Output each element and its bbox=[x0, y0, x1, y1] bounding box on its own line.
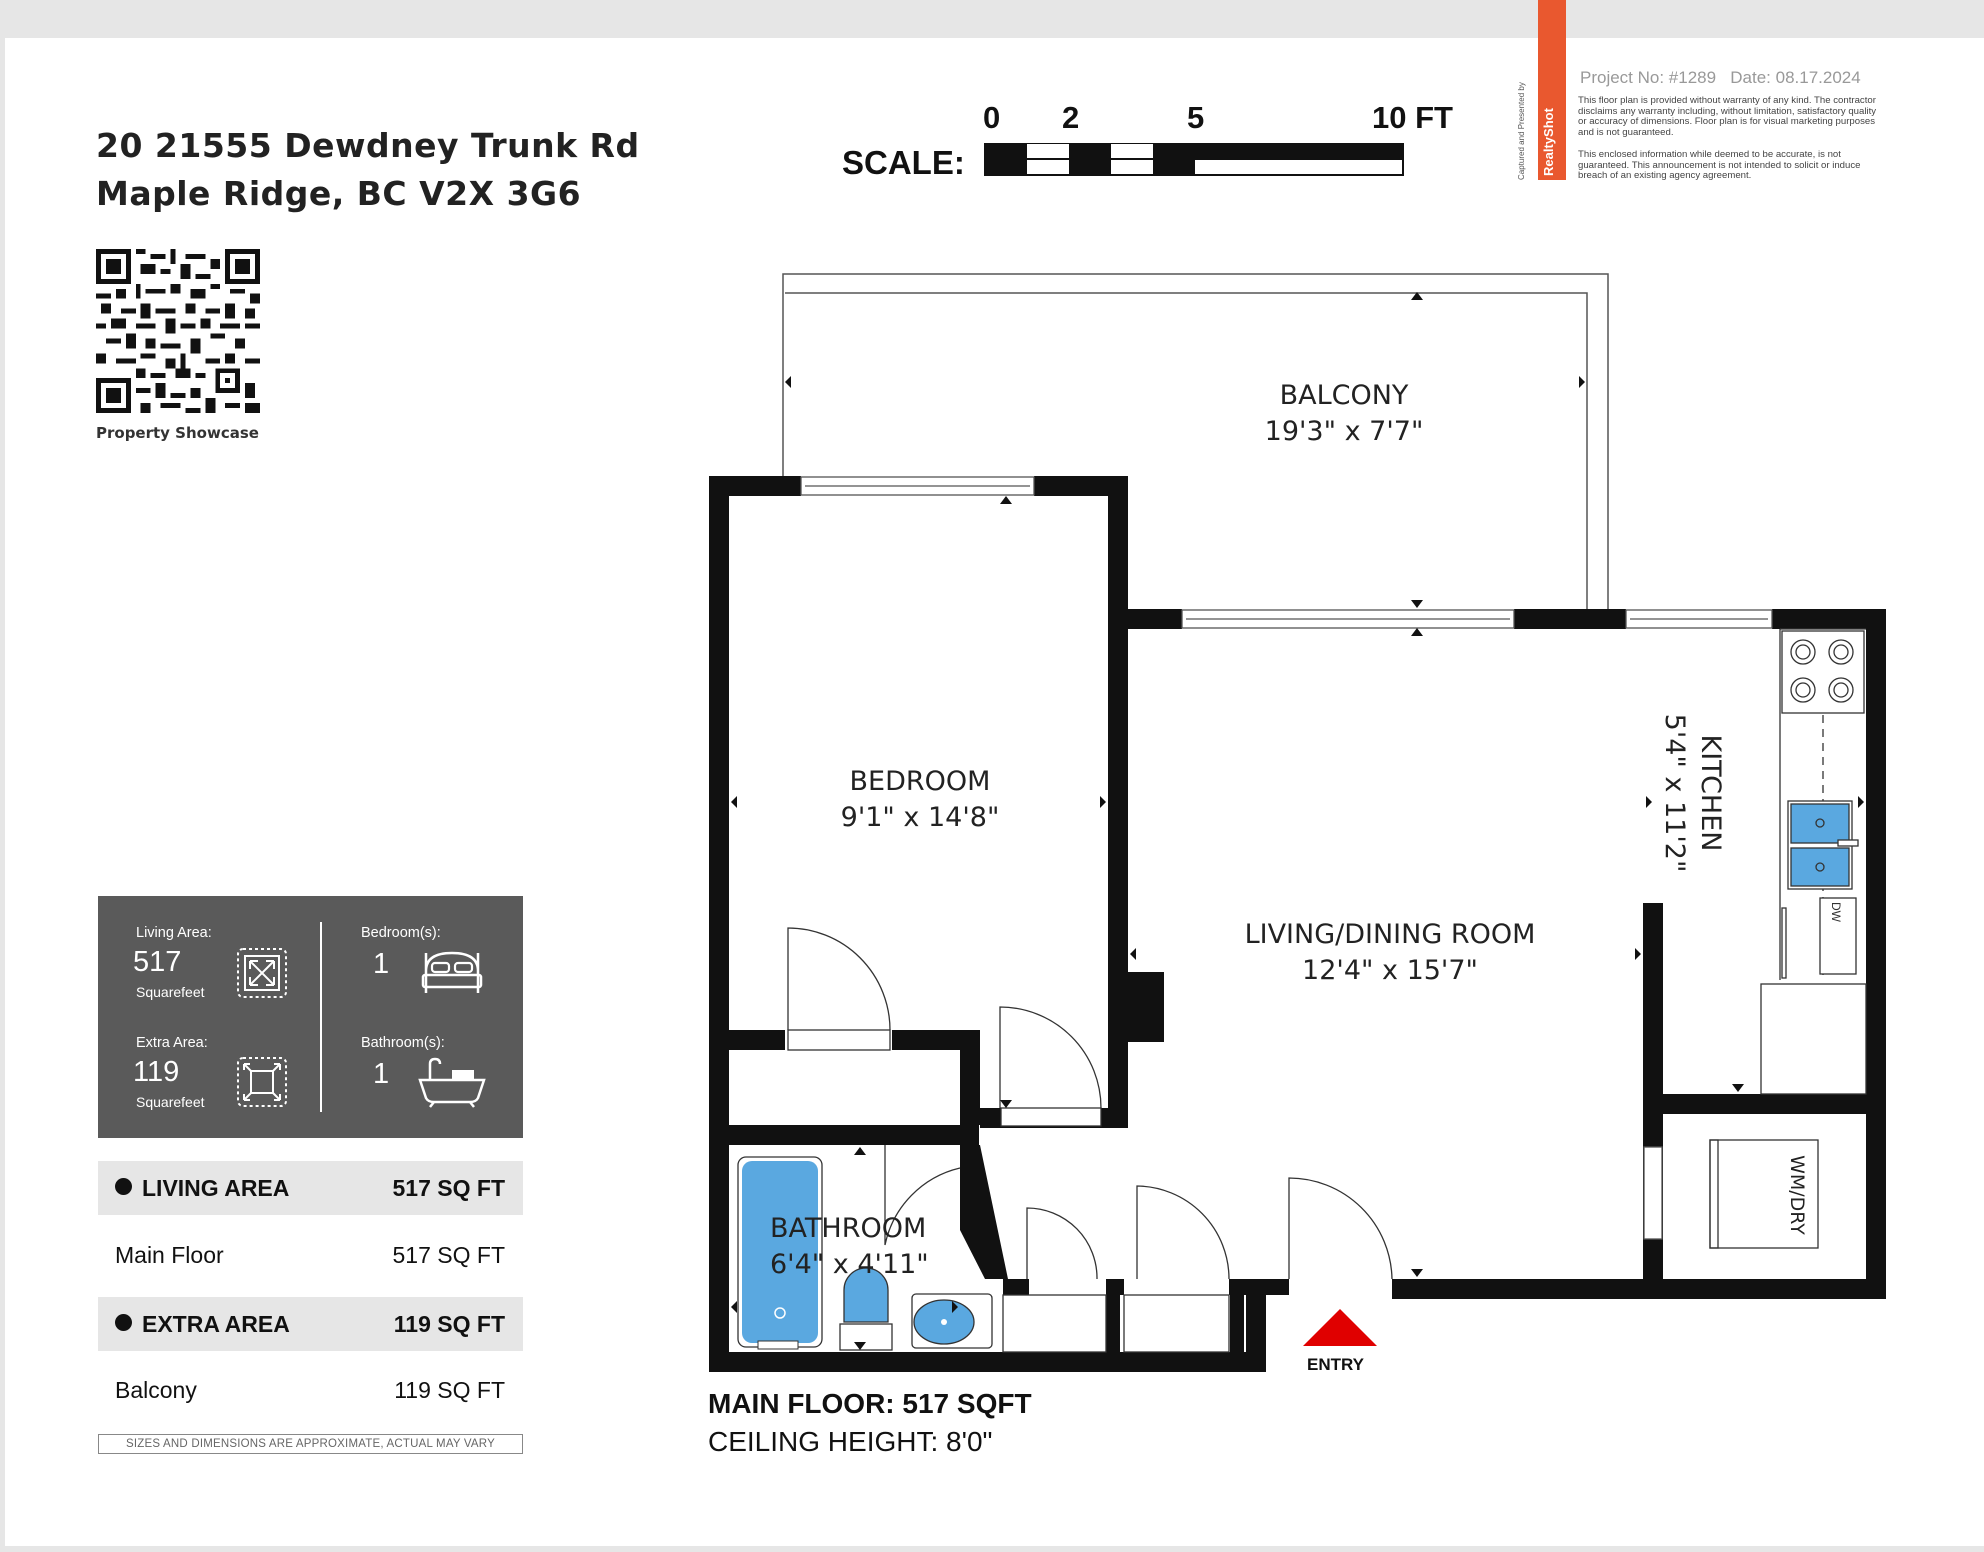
bedroom-dimensions: 9'1" x 14'8" bbox=[840, 802, 1000, 833]
disclaimer-2-line: breach of an existing agency agreement. bbox=[1578, 170, 1752, 182]
bedroom-name: BEDROOM bbox=[849, 766, 991, 797]
qr-code[interactable] bbox=[96, 249, 260, 413]
disclaimer-1: This floor plan is provided without warr… bbox=[1578, 95, 1898, 138]
disclaimer-1-line: This floor plan is provided without warr… bbox=[1578, 95, 1876, 106]
brand-stripe bbox=[1538, 0, 1566, 180]
scale-bar bbox=[984, 143, 1404, 176]
address-line-2: Maple Ridge, BC V2X 3G6 bbox=[96, 174, 582, 213]
project-info: Project No: #1289 Date: 08.17.2024 bbox=[1580, 68, 1861, 88]
stats-divider bbox=[320, 922, 322, 1112]
extra-area-value: 119 bbox=[133, 1056, 180, 1088]
balcony-outline bbox=[782, 273, 1609, 611]
bathroom-fixtures bbox=[737, 1156, 993, 1351]
area-icon bbox=[237, 1057, 287, 1107]
main-floor-value: 517 SQ FT bbox=[392, 1242, 505, 1268]
living-dining-dimensions: 12'4" x 15'7" bbox=[1302, 955, 1478, 986]
bathroom-name: BATHROOM bbox=[770, 1213, 927, 1244]
scale-tick-5: 5 bbox=[1187, 100, 1205, 135]
living-area-unit: Squarefeet bbox=[136, 984, 205, 1000]
kitchen-fixtures bbox=[1760, 628, 1867, 1095]
balcony-row: Balcony 119 SQ FT bbox=[98, 1363, 523, 1417]
balcony-dimensions: 19'3" x 7'7" bbox=[1264, 416, 1424, 447]
bathroom-dimensions: 6'4" x 4'11" bbox=[770, 1249, 929, 1280]
extra-area-total: 119 SQ FT bbox=[393, 1311, 505, 1337]
disclaimer-1-line: or accuracy of dimensions. Floor plan is… bbox=[1578, 116, 1876, 128]
scale-label: SCALE: bbox=[842, 144, 965, 181]
main-floor-summary: MAIN FLOOR: 517 SQFT bbox=[708, 1388, 1032, 1419]
extra-area-label: Extra Area: bbox=[136, 1035, 208, 1051]
extra-area-header: EXTRA AREA bbox=[142, 1311, 290, 1337]
bullet-icon bbox=[115, 1314, 132, 1331]
extra-area-header-row: EXTRA AREA 119 SQ FT bbox=[98, 1297, 523, 1351]
bedroom-room: BEDROOM 9'1" x 14'8" bbox=[810, 764, 1030, 836]
entry-label: ENTRY bbox=[1307, 1355, 1364, 1374]
approximation-note: SIZES AND DIMENSIONS ARE APPROXIMATE, AC… bbox=[98, 1434, 523, 1454]
bullet-icon bbox=[115, 1178, 132, 1195]
address-line-1: 20 21555 Dewdney Trunk Rd bbox=[96, 126, 640, 165]
entry-arrow-icon bbox=[1303, 1309, 1377, 1346]
expand-icon bbox=[237, 948, 287, 998]
bathroom-room: BATHROOM 6'4" x 4'11" bbox=[770, 1211, 970, 1283]
main-floor-row: Main Floor 517 SQ FT bbox=[98, 1228, 523, 1282]
doors bbox=[787, 927, 1393, 1280]
dimension-markers bbox=[731, 292, 1864, 1350]
closet-lines bbox=[1002, 1294, 1230, 1353]
project-number: Project No: #1289 bbox=[1580, 68, 1717, 87]
disclaimer-2-line: guaranteed. This announcement is not int… bbox=[1578, 159, 1861, 171]
disclaimer-2: This enclosed information while deemed t… bbox=[1578, 149, 1898, 182]
kitchen-dimensions: 5'4" x 11'2" bbox=[1659, 713, 1690, 873]
balcony-name: BALCONY bbox=[1279, 380, 1409, 411]
living-area-header: LIVING AREA bbox=[142, 1175, 290, 1201]
living-dining-name: LIVING/DINING ROOM bbox=[1244, 919, 1536, 950]
ceiling-height: CEILING HEIGHT: 8'0" bbox=[708, 1426, 993, 1457]
dishwasher-label: DW bbox=[1829, 902, 1843, 922]
balcony-label: Balcony bbox=[115, 1377, 197, 1403]
windows bbox=[800, 476, 1773, 1240]
disclaimer-2-line: This enclosed information while deemed t… bbox=[1578, 149, 1841, 160]
living-area-total: 517 SQ FT bbox=[392, 1175, 505, 1201]
bathtub-icon bbox=[418, 1057, 486, 1108]
bedrooms-value: 1 bbox=[373, 948, 390, 980]
disclaimer-1-line: and is not guaranteed. bbox=[1578, 126, 1674, 138]
laundry-name: WM/DRY bbox=[1786, 1155, 1808, 1235]
balcony-room: BALCONY 19'3" x 7'7" bbox=[1254, 378, 1434, 450]
kitchen-name: KITCHEN bbox=[1695, 734, 1726, 852]
living-dining-room: LIVING/DINING ROOM 12'4" x 15'7" bbox=[1200, 917, 1580, 989]
qr-caption: Property Showcase bbox=[96, 424, 259, 442]
living-area-header-row: LIVING AREA 517 SQ FT bbox=[98, 1161, 523, 1215]
extra-area-unit: Squarefeet bbox=[136, 1094, 205, 1110]
main-floor-label: Main Floor bbox=[115, 1242, 224, 1268]
scale-tick-2: 2 bbox=[1062, 100, 1080, 135]
project-date: Date: 08.17.2024 bbox=[1730, 68, 1861, 87]
bed-icon bbox=[421, 951, 483, 993]
property-address: 20 21555 Dewdney Trunk Rd Maple Ridge, B… bbox=[96, 122, 640, 218]
bedrooms-label: Bedroom(s): bbox=[361, 925, 441, 941]
bathrooms-value: 1 bbox=[373, 1058, 390, 1090]
disclaimer-1-line: disclaims any warranty including, withou… bbox=[1578, 105, 1877, 117]
scale-tick-0: 0 bbox=[983, 100, 1001, 135]
scale-tick-10: 10 FT bbox=[1372, 100, 1453, 135]
bathrooms-label: Bathroom(s): bbox=[361, 1035, 445, 1051]
laundry-fixture bbox=[1709, 1139, 1819, 1249]
living-area-value: 517 bbox=[133, 946, 182, 978]
stats-card: Living Area: 517 Squarefeet Extra Area: … bbox=[98, 896, 523, 1138]
living-area-label: Living Area: bbox=[136, 925, 212, 941]
balcony-value: 119 SQ FT bbox=[394, 1377, 505, 1403]
